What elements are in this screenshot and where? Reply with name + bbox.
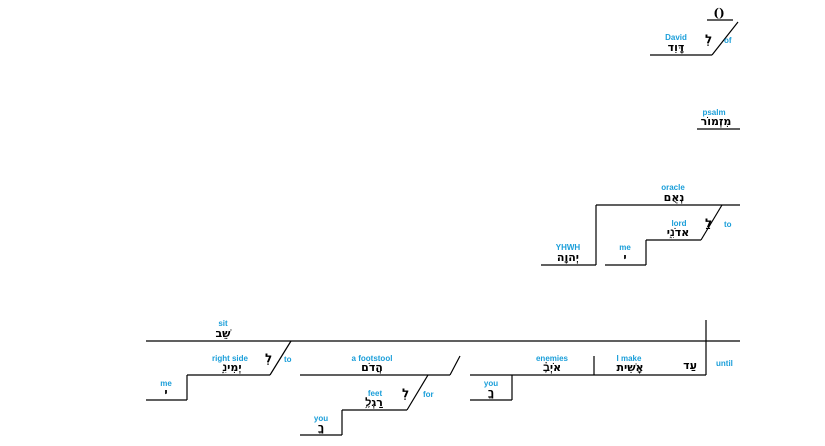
for-slant-line [406,374,429,411]
me-gloss: me [619,243,631,252]
sit-gloss: sit [218,319,228,328]
heading-group: () of לְ David דָּוִד psalm מִזְמוֹר [650,6,740,130]
feet-hebrew: רַגְלֶ֥ [365,396,383,409]
right-side-hebrew: יְמִינִ֑ [221,361,241,374]
to-hebrew-main: לְ [265,351,272,366]
for-gloss: for [423,390,434,399]
main-clause-group: sit שֵׁב to לְ right side יְמִינִ֑ me י … [146,319,740,436]
until-gloss: until [716,359,733,368]
make-gloss: I make [617,354,642,363]
you-gloss-1: you [484,379,498,388]
david-gloss: David [665,33,687,42]
footstool-gloss: a footstool [352,354,393,363]
you-hebrew-1: ךָ [488,386,494,399]
psalm-gloss: psalm [702,108,725,117]
psalm-hebrew: מִזְמוֹר [701,115,732,128]
footstool-hebrew: הֲדֹם [361,361,383,374]
to-gloss: to [724,220,732,229]
of-hebrew: לְ [705,32,712,47]
you-hebrew-2: ךָ [318,421,324,434]
paren-marker: () [713,6,724,20]
me-hebrew-main: י [164,386,167,399]
feet-gloss: feet [368,389,383,398]
complement-slash [449,355,461,376]
make-hebrew: אָשִׁית [616,361,643,374]
of-slant-line [711,21,739,56]
oracle-hebrew: נְאֻם [664,191,685,204]
oracle-group: oracle נְאֻם YHWH יְהוָה to לַ lord אדֹנ… [541,183,740,266]
to-slant-line-main [269,340,292,376]
lord-hebrew: אדֹנִ֑י [667,226,689,239]
for-hebrew: לְ [402,386,409,401]
yhwh-hebrew: יְהוָה [557,251,579,264]
me-gloss-main: me [160,379,172,388]
right-side-gloss: right side [212,354,249,363]
david-hebrew: דָּוִד [668,41,685,54]
me-hebrew: י [623,251,626,264]
lord-gloss: lord [671,219,686,228]
to-gloss-main: to [284,355,292,364]
oracle-gloss: oracle [661,183,685,192]
yhwh-gloss: YHWH [556,243,581,252]
to-hebrew: לַ [705,216,712,230]
enemies-hebrew: אֹיְבֶ֗ [543,361,561,374]
you-gloss-2: you [314,414,328,423]
of-gloss: of [724,36,732,45]
until-hebrew: עַד [683,359,697,372]
to-slant-line [700,204,723,241]
enemies-gloss: enemies [536,354,569,363]
sit-hebrew: שֵׁב [215,327,232,340]
